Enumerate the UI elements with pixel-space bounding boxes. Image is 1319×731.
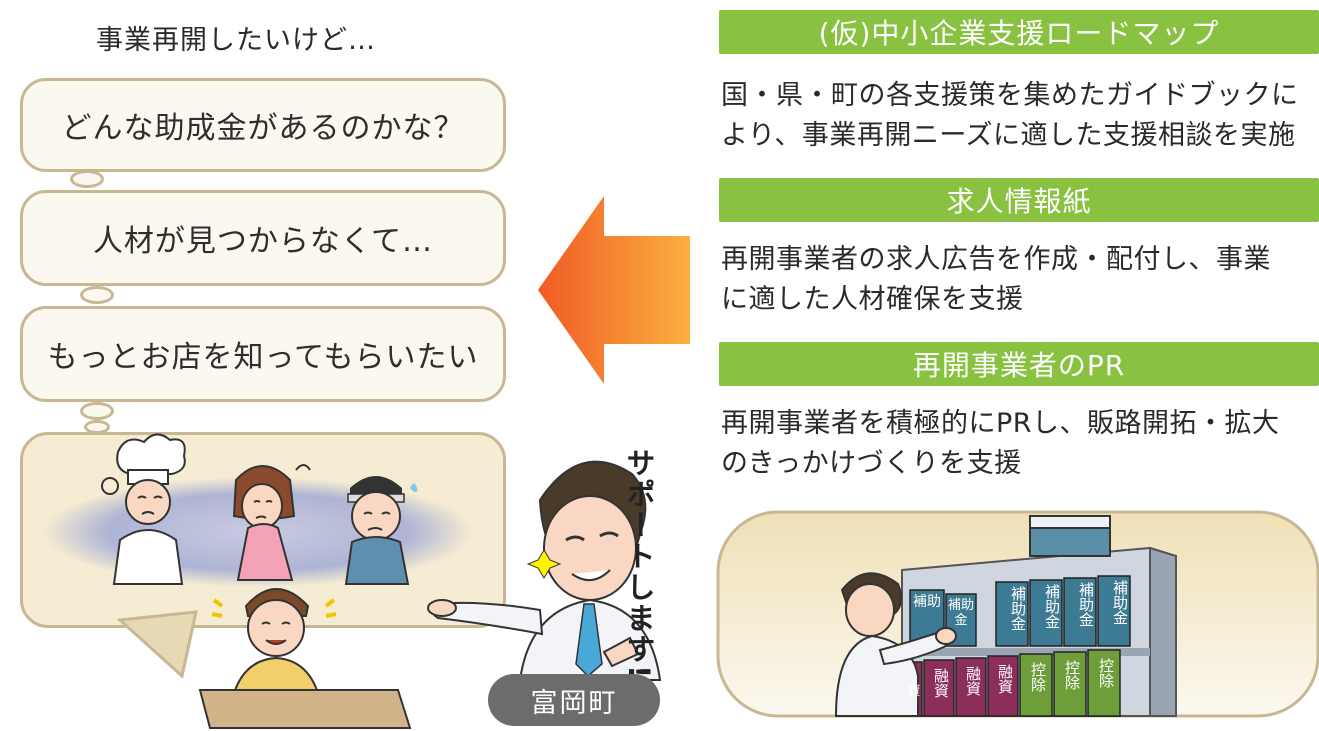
thought-bubble-staff-text: 人材が見つからなくて… (92, 224, 434, 259)
section-title-roadmap-text: (仮)中小企業支援ロードマップ (818, 17, 1220, 50)
town-badge: 富岡町 (488, 674, 660, 726)
chef-figure (101, 433, 186, 585)
desc-line: に適した人材確保を支援 (721, 284, 1024, 315)
book-label: 補助金 (1077, 582, 1095, 627)
book-loan (955, 657, 987, 717)
book-label: 控除 (1097, 658, 1115, 688)
section-title-roadmap: (仮)中小企業支援ロードマップ (719, 10, 1319, 54)
book-loan (987, 655, 1019, 717)
desc-line: 再開事業者の求人広告を作成・配付し、事業 (721, 244, 1271, 275)
desc-line: 再開事業者を積極的にPRし、販路開拓・拡大 (721, 408, 1280, 439)
support-arrow (538, 196, 690, 384)
support-callout: サポートします! (622, 448, 656, 681)
book-deduction (1053, 651, 1087, 717)
desc-line: 国・県・町の各支援策を集めたガイドブックに (721, 80, 1299, 111)
section-desc-roadmap: 国・県・町の各支援策を集めたガイドブックに より、事業再開ニーズに適した支援相談… (721, 76, 1319, 156)
book-label: 補助金 (947, 598, 974, 628)
thought-bubble-subsidy-text: どんな助成金があるのかな？ (61, 111, 465, 146)
worker-figure (344, 476, 418, 585)
bubble-connector (80, 402, 114, 420)
desc-line: のきっかけづくりを支援 (721, 448, 1022, 479)
bubble-tail (116, 610, 198, 679)
section-desc-pr: 再開事業者を積極的にPRし、販路開拓・拡大 のきっかけづくりを支援 (721, 404, 1319, 484)
book-label: 補助金 (1009, 586, 1027, 631)
book-label: 補助金 (1043, 584, 1061, 629)
intro-text: 事業再開したいけど… (96, 25, 376, 56)
book-label: 補助金 (1111, 580, 1129, 625)
book-loan (923, 659, 955, 717)
desk (198, 689, 412, 729)
thought-bubble-staff: 人材が見つからなくて… (20, 190, 506, 286)
section-title-pr-text: 再開事業者のPR (912, 349, 1126, 382)
book-label: 資 (907, 684, 921, 699)
book-deduction (1087, 649, 1121, 717)
thought-bubble-promotion-text: もっとお店を知ってもらいたい (47, 340, 479, 375)
book-deduction (1019, 653, 1053, 717)
book-subsidy (1029, 579, 1063, 647)
book-subsidy (995, 581, 1029, 647)
clerk-figure (834, 572, 957, 717)
section-title-job-info-text: 求人情報紙 (946, 185, 1092, 218)
book-label: 融資 (996, 664, 1014, 694)
section-desc-job-info: 再開事業者の求人広告を作成・配付し、事業 に適した人材確保を支援 (721, 240, 1319, 320)
section-title-pr: 再開事業者のPR (719, 342, 1319, 386)
thought-bubble-subsidy: どんな助成金があるのかな？ (20, 78, 506, 172)
business-owner-figure (211, 588, 337, 701)
bubble-connector (80, 286, 114, 304)
town-official-figure (427, 460, 662, 681)
book-label: 融資 (932, 668, 950, 698)
book-subsidy (1063, 577, 1097, 647)
book-label: 控除 (1029, 662, 1047, 692)
woman-figure (232, 464, 311, 581)
desc-line: より、事業再開ニーズに適した支援相談を実施 (721, 120, 1296, 151)
book-label: 補助 (913, 594, 941, 610)
book-label: 控除 (1063, 660, 1081, 690)
section-title-job-info: 求人情報紙 (719, 178, 1319, 222)
thought-bubble-promotion: もっとお店を知ってもらいたい (20, 306, 506, 402)
bubble-connector (70, 170, 104, 188)
town-name: 富岡町 (530, 687, 618, 719)
book-label: 融資 (964, 666, 982, 696)
book-subsidy (1097, 575, 1131, 647)
